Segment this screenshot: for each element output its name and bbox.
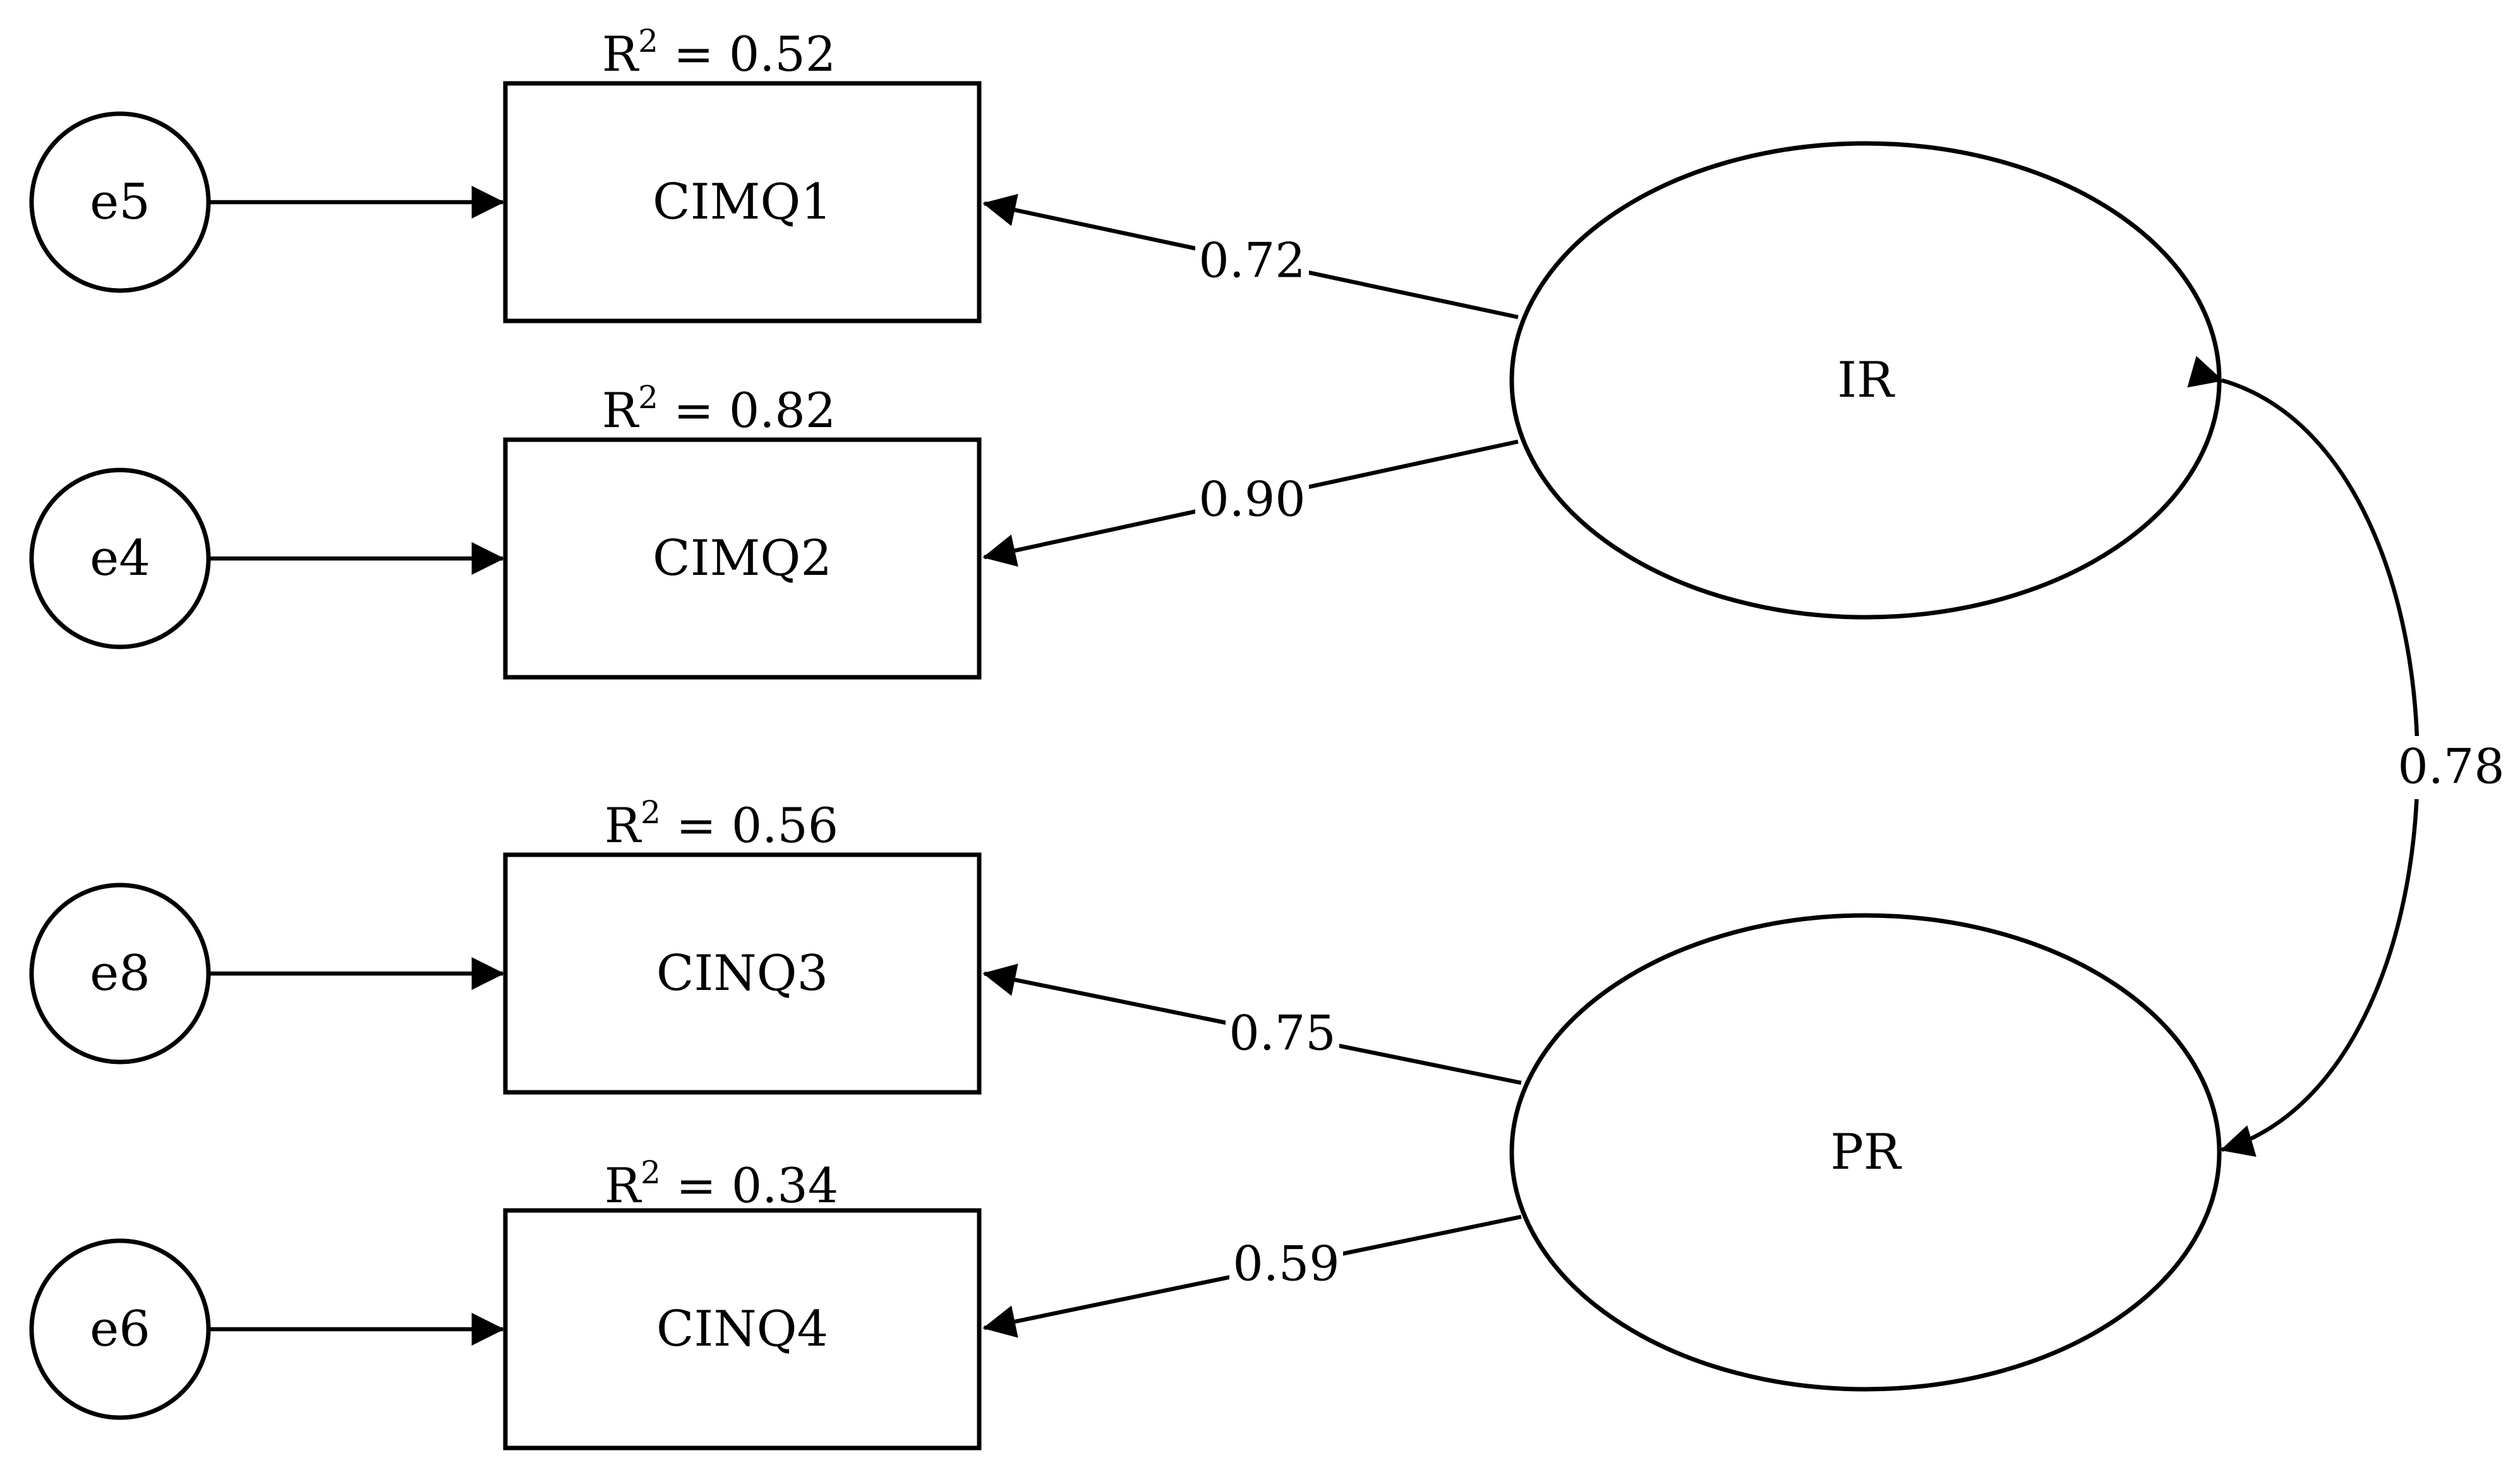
indicator-node-cimq2: CIMQ2 — [503, 437, 982, 680]
loading-label-ir-cimq2: 0.90 — [1195, 471, 1309, 528]
indicator-label-cimq1: CIMQ1 — [653, 174, 832, 231]
error-node-e4: e4 — [29, 468, 211, 649]
error-label-e5: e5 — [90, 174, 150, 231]
indicator-node-cinq4: CINQ4 — [503, 1208, 982, 1451]
r2-value: = 0.52 — [658, 26, 836, 82]
latent-node-ir: IR — [1509, 141, 2222, 620]
loading-value: 0.59 — [1233, 1236, 1339, 1292]
indicator-label-cinq4: CINQ4 — [656, 1301, 828, 1358]
indicator-label-cimq2: CIMQ2 — [653, 530, 832, 587]
r2-superscript: 2 — [641, 1154, 661, 1191]
latent-node-pr: PR — [1509, 913, 2222, 1392]
error-node-e8: e8 — [29, 883, 211, 1065]
covariance-arrow-ir-pr — [2187, 356, 2420, 1157]
indicator-label-cinq3: CINQ3 — [656, 945, 828, 1002]
loading-value: 0.75 — [1229, 1005, 1335, 1061]
error-label-e8: e8 — [90, 945, 150, 1002]
r2-value: = 0.34 — [661, 1157, 838, 1214]
r2-label-cimq1: R2 = 0.52 — [602, 23, 836, 82]
latent-label-ir: IR — [1837, 352, 1895, 409]
r2-superscript: 2 — [641, 794, 661, 831]
loading-label-pr-cinq3: 0.75 — [1226, 1004, 1339, 1061]
r2-value: = 0.82 — [658, 382, 836, 438]
r2-superscript: 2 — [638, 379, 658, 416]
loading-label-ir-cimq1: 0.72 — [1195, 232, 1309, 289]
r2-label-cimq2: R2 = 0.82 — [602, 379, 836, 438]
r2-superscript: 2 — [638, 23, 658, 59]
r2-prefix: R — [602, 26, 640, 82]
r2-value: = 0.56 — [661, 797, 838, 854]
r2-label-cinq4: R2 = 0.34 — [605, 1154, 838, 1214]
r2-prefix: R — [602, 382, 640, 438]
error-label-e6: e6 — [90, 1301, 150, 1358]
r2-prefix: R — [605, 797, 642, 854]
r2-label-cinq3: R2 = 0.56 — [605, 794, 838, 854]
covariance-value: 0.78 — [2397, 739, 2504, 795]
error-node-e5: e5 — [29, 111, 211, 293]
error-label-e4: e4 — [90, 530, 150, 587]
indicator-node-cimq1: CIMQ1 — [503, 81, 982, 323]
latent-label-pr: PR — [1830, 1124, 1902, 1181]
loading-label-pr-cinq4: 0.59 — [1229, 1235, 1343, 1292]
r2-prefix: R — [605, 1157, 642, 1214]
error-node-e6: e6 — [29, 1238, 211, 1420]
loading-value: 0.90 — [1198, 471, 1305, 528]
covariance-label: 0.78 — [2397, 736, 2505, 799]
indicator-node-cinq3: CINQ3 — [503, 852, 982, 1095]
loading-value: 0.72 — [1198, 232, 1305, 289]
